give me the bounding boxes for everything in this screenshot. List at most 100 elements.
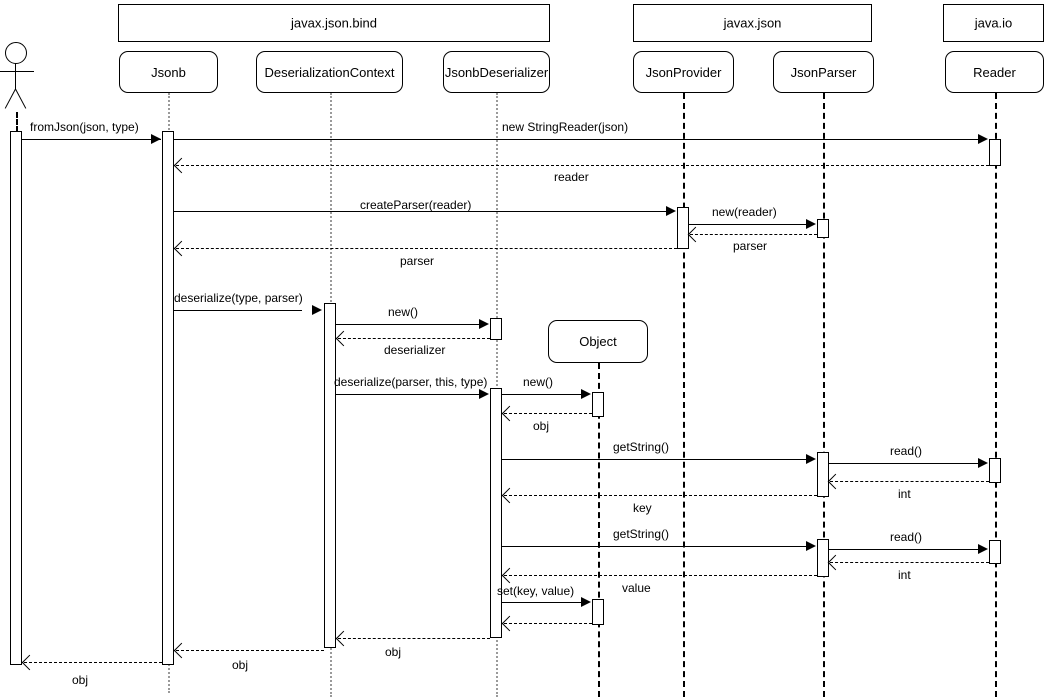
message-line-read-2	[829, 549, 979, 550]
message-line-obj-return-object	[504, 413, 592, 414]
message-line-fromjson	[22, 139, 161, 140]
message-line-int-return-2	[830, 562, 989, 563]
actor-body-icon	[15, 63, 16, 89]
arrowhead-filled	[151, 134, 161, 144]
arrowhead-open	[501, 487, 518, 504]
message-label-obj-return-actor: obj	[72, 673, 89, 687]
message-line-set-return	[504, 623, 592, 624]
message-label-read-1: read()	[890, 444, 923, 458]
arrowhead-filled	[978, 544, 988, 554]
arrowhead-open	[687, 226, 704, 243]
activation-jsonb	[162, 131, 174, 665]
package-label: javax.json	[723, 15, 782, 31]
arrowhead-filled	[806, 454, 816, 464]
message-line-value-return	[504, 575, 817, 576]
message-label-set-key-value: set(key, value)	[497, 584, 575, 598]
participant-jsonb-deserializer[interactable]: JsonbDeserializer	[443, 51, 550, 93]
message-label-parser-return-inner: parser	[733, 239, 768, 253]
activation-deserialization-context	[324, 303, 336, 648]
message-label-obj-return-context: obj	[232, 658, 249, 672]
message-line-reader-return	[176, 165, 989, 166]
arrowhead-open	[501, 615, 518, 632]
arrowhead-filled	[978, 134, 988, 144]
message-line-new-stringreader	[174, 139, 979, 140]
arrowhead-open	[335, 330, 352, 347]
message-label-obj-return-object: obj	[533, 419, 550, 433]
message-label-int-return-2: int	[898, 568, 911, 582]
activation-actor	[10, 131, 22, 665]
arrowhead-filled	[479, 319, 489, 329]
package-javax-json: javax.json	[633, 4, 872, 42]
actor-figure[interactable]	[0, 42, 45, 112]
message-line-obj-return-context	[176, 650, 324, 651]
lifeline-json-parser	[823, 93, 825, 697]
lifeline-reader	[995, 93, 997, 697]
package-fold-corner	[1024, 4, 1044, 24]
participant-label: Jsonb	[151, 64, 186, 80]
message-line-createparser	[174, 211, 667, 212]
message-line-parser-return-inner	[690, 234, 817, 235]
message-line-new-reader	[689, 224, 807, 225]
message-line-getstring-value	[502, 546, 806, 547]
message-label-reader-return: reader	[554, 170, 589, 184]
package-javax-json-bind: javax.json.bind	[118, 4, 550, 42]
message-label-obj-return-deserializer: obj	[385, 645, 402, 659]
activation-reader-3	[989, 540, 1001, 564]
participant-label: Object	[579, 334, 617, 349]
message-line-parser-return	[176, 248, 677, 249]
activation-reader-2	[989, 458, 1001, 483]
participant-object[interactable]: Object	[548, 320, 648, 363]
activation-jsonb-deserializer-1	[490, 318, 502, 340]
message-label-parser-return: parser	[400, 254, 435, 268]
participant-json-parser[interactable]: JsonParser	[773, 51, 874, 93]
activation-object-1	[592, 392, 604, 417]
message-label-getstring-value: getString()	[613, 527, 670, 541]
participant-label: Reader	[973, 64, 1016, 80]
arrowhead-filled	[581, 597, 591, 607]
message-label-createparser: createParser(reader)	[360, 198, 472, 212]
participant-label: JsonbDeserializer	[444, 64, 549, 80]
activation-json-provider-1	[677, 207, 689, 249]
arrowhead-open	[173, 157, 190, 174]
arrowhead-open	[173, 240, 190, 257]
message-label-int-return-1: int	[898, 487, 911, 501]
arrowhead-open	[335, 630, 352, 647]
message-line-int-return-1	[830, 481, 989, 482]
arrowhead-open	[21, 654, 38, 671]
arrowhead-filled	[312, 305, 322, 315]
participant-reader[interactable]: Reader	[945, 51, 1044, 93]
package-fold-corner	[530, 4, 550, 24]
arrowhead-filled	[666, 206, 676, 216]
message-line-key-return	[504, 495, 817, 496]
message-line-deserialize-type-parser	[174, 310, 302, 311]
participant-json-provider[interactable]: JsonProvider	[633, 51, 734, 93]
arrowhead-open	[501, 405, 518, 422]
message-line-obj-return-actor	[24, 662, 162, 663]
message-label-deserialize-type-parser: deserialize(type, parser)	[174, 291, 303, 305]
message-line-new-deserializer	[336, 324, 480, 325]
message-label-deserialize-parser-this-type: deserialize(parser, this, type)	[334, 375, 488, 389]
message-label-fromjson: fromJson(json, type)	[30, 120, 139, 134]
message-label-new-object: new()	[523, 375, 554, 389]
arrowhead-filled	[978, 458, 988, 468]
arrowhead-open	[827, 473, 844, 490]
participant-deserialization-context[interactable]: DeserializationContext	[256, 51, 403, 93]
arrowhead-filled	[479, 389, 489, 399]
lifeline-json-provider	[683, 93, 685, 697]
actor-leg-right-icon	[15, 88, 27, 109]
message-line-obj-return-deserializer	[338, 638, 490, 639]
participant-jsonb[interactable]: Jsonb	[119, 51, 218, 93]
message-label-new-stringreader: new StringReader(json)	[502, 120, 629, 134]
arrowhead-filled	[581, 389, 591, 399]
package-label: javax.json.bind	[291, 15, 377, 31]
message-line-new-object	[502, 394, 582, 395]
arrowhead-filled	[806, 219, 816, 229]
actor-head-icon	[5, 42, 27, 64]
package-label: java.io	[974, 15, 1013, 31]
activation-object-2	[592, 599, 604, 625]
arrowhead-open	[501, 567, 518, 584]
package-java-io: java.io	[943, 4, 1044, 42]
activation-json-parser-2	[817, 452, 829, 497]
message-label-deserializer-return: deserializer	[384, 343, 446, 357]
